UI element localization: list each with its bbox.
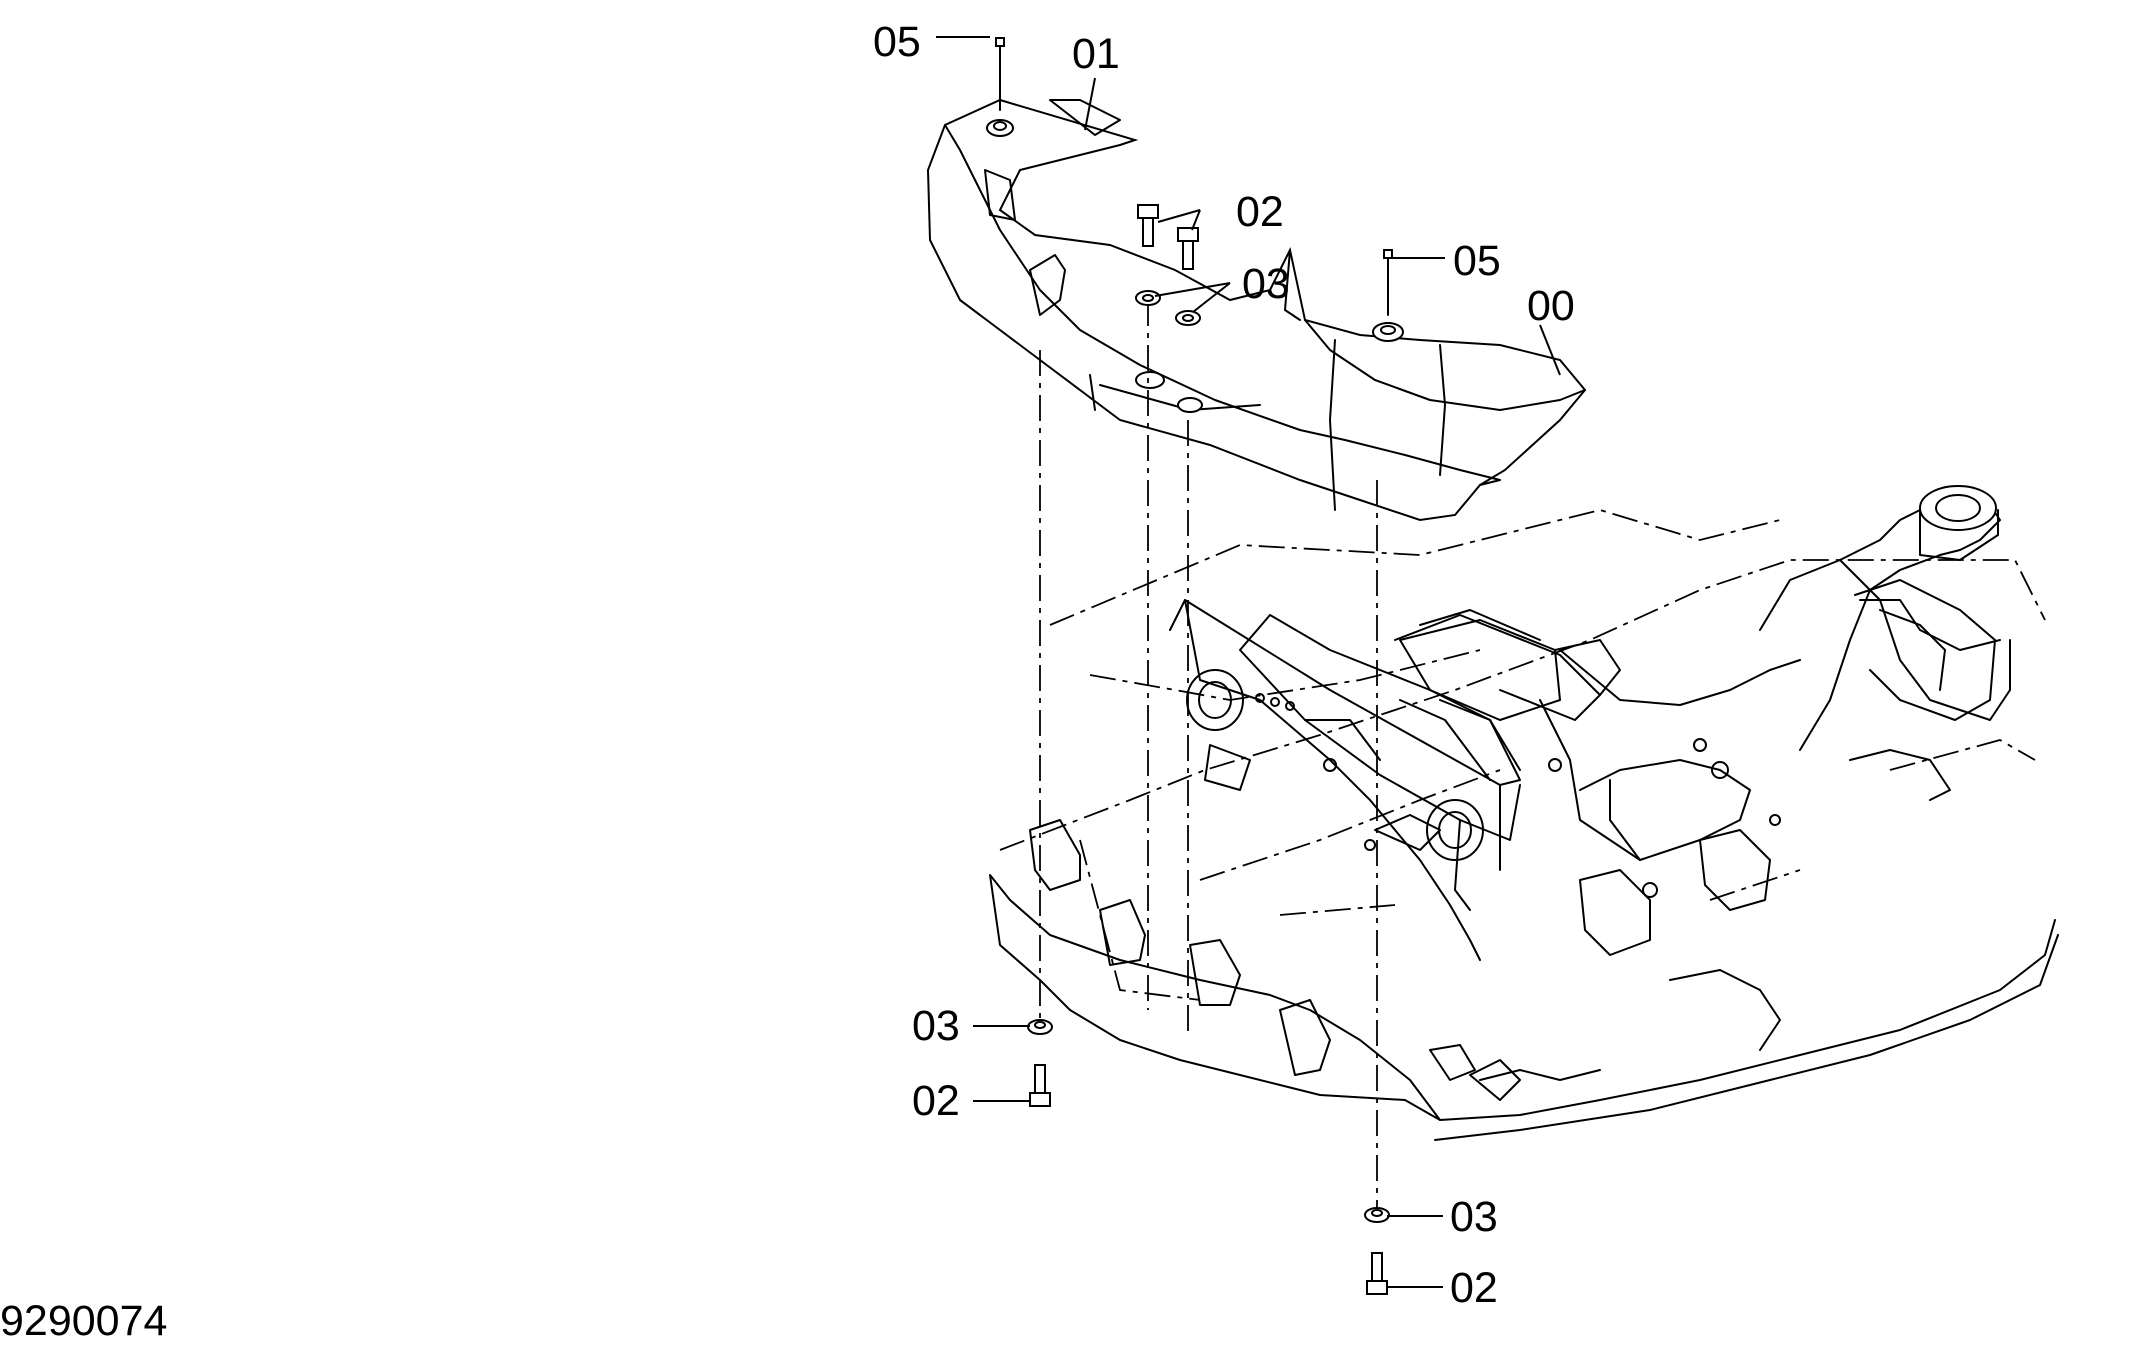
callout-03-top: 03: [1242, 260, 1290, 308]
upper-frame: [989, 485, 2059, 1141]
callout-03-left: 03: [912, 1002, 960, 1050]
callout-00: 00: [1527, 282, 1575, 330]
fasteners: [995, 37, 1393, 1295]
leader-lines: [936, 36, 1561, 1288]
counterweight-cover: [926, 98, 1587, 522]
callout-01: 01: [1072, 30, 1120, 78]
callout-labels: 05 01 02 03 05 00 03 02 03 02: [873, 18, 1575, 1312]
callout-03-bottom: 03: [1450, 1193, 1498, 1241]
callout-02-bottom: 02: [1450, 1264, 1498, 1312]
callout-02-left: 02: [912, 1077, 960, 1125]
assembly-centerlines: [1039, 300, 1378, 1210]
callout-05-top: 05: [873, 18, 921, 66]
callout-02-top: 02: [1236, 188, 1284, 236]
callout-05-right: 05: [1453, 237, 1501, 285]
drawing-number: 9290074: [0, 1297, 168, 1345]
